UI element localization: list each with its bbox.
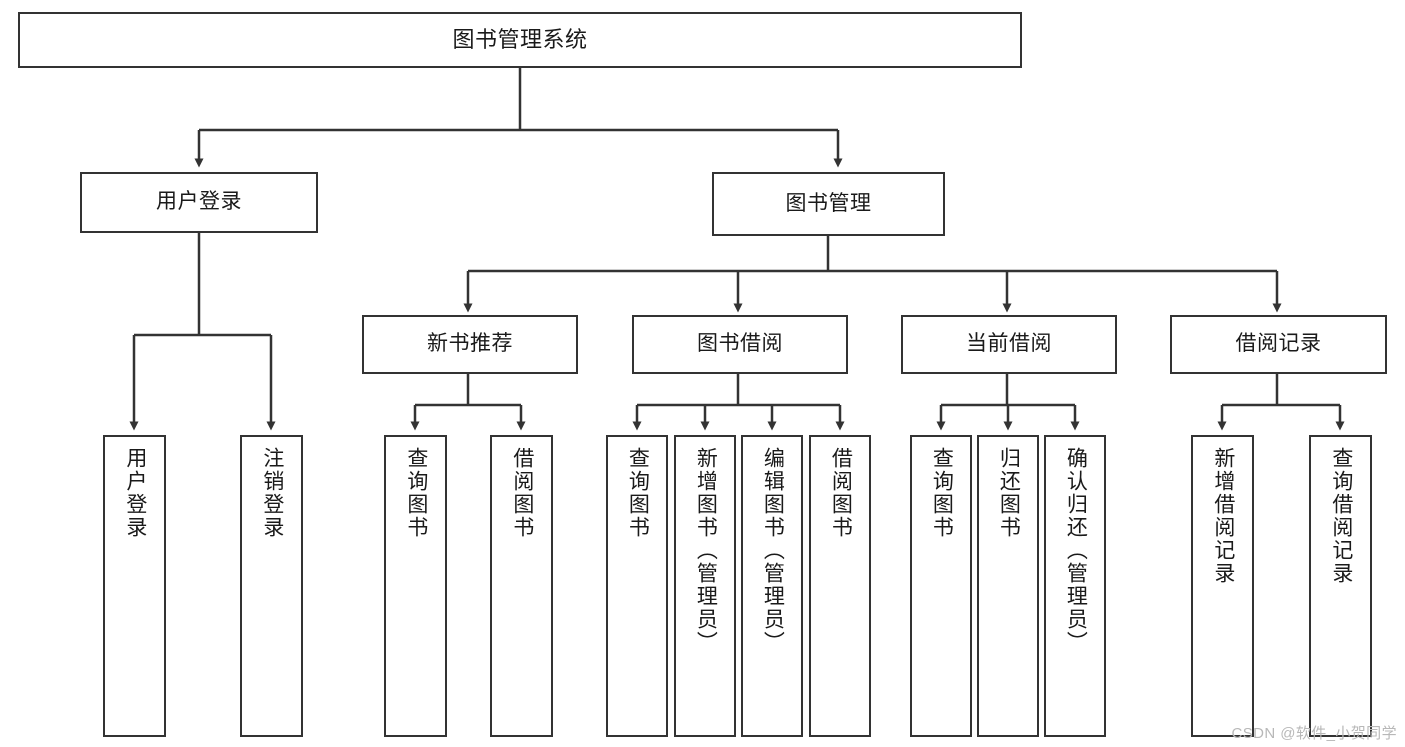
node-leaf-edit-book[interactable]: 编辑图书（管理员） — [741, 435, 803, 737]
node-label-new-book-recommendation: 新书推荐 — [427, 332, 513, 356]
node-borrow-record[interactable]: 借阅记录 — [1170, 315, 1387, 374]
node-label-leaf-borrow-book-1: 借阅图书 — [510, 447, 534, 539]
node-book-borrow[interactable]: 图书借阅 — [632, 315, 848, 374]
node-leaf-add-book[interactable]: 新增图书（管理员） — [674, 435, 736, 737]
node-current-borrow[interactable]: 当前借阅 — [901, 315, 1117, 374]
node-label-root-system: 图书管理系统 — [452, 27, 588, 53]
node-book-manage[interactable]: 图书管理 — [712, 172, 945, 236]
node-leaf-add-record[interactable]: 新增借阅记录 — [1191, 435, 1254, 737]
node-label-leaf-add-book: 新增图书（管理员） — [694, 447, 718, 654]
node-label-leaf-query-book-3: 查询图书 — [930, 447, 954, 539]
node-label-book-borrow: 图书借阅 — [697, 332, 783, 356]
node-label-leaf-edit-book: 编辑图书（管理员） — [761, 447, 785, 654]
node-label-leaf-query-book-1: 查询图书 — [404, 447, 428, 539]
node-label-leaf-user-login: 用户登录 — [123, 447, 147, 539]
node-label-leaf-query-record: 查询借阅记录 — [1329, 447, 1353, 585]
node-label-user-login: 用户登录 — [156, 190, 242, 214]
node-label-leaf-add-record: 新增借阅记录 — [1211, 447, 1235, 585]
node-leaf-logout[interactable]: 注销登录 — [240, 435, 303, 737]
node-label-leaf-confirm-return: 确认归还（管理员） — [1064, 447, 1088, 654]
node-leaf-borrow-book-1[interactable]: 借阅图书 — [490, 435, 553, 737]
node-new-book-recommendation[interactable]: 新书推荐 — [362, 315, 578, 374]
node-leaf-query-book-1[interactable]: 查询图书 — [384, 435, 447, 737]
node-label-leaf-logout: 注销登录 — [260, 447, 284, 539]
node-leaf-query-book-2[interactable]: 查询图书 — [606, 435, 668, 737]
node-label-leaf-borrow-book-2: 借阅图书 — [829, 447, 853, 539]
node-leaf-confirm-return[interactable]: 确认归还（管理员） — [1044, 435, 1106, 737]
node-root-system[interactable]: 图书管理系统 — [18, 12, 1022, 68]
node-label-leaf-query-book-2: 查询图书 — [626, 447, 650, 539]
node-label-borrow-record: 借阅记录 — [1235, 332, 1322, 356]
node-label-current-borrow: 当前借阅 — [966, 332, 1052, 356]
node-label-leaf-return-book: 归还图书 — [997, 447, 1021, 539]
node-leaf-return-book[interactable]: 归还图书 — [977, 435, 1039, 737]
node-leaf-query-book-3[interactable]: 查询图书 — [910, 435, 972, 737]
csdn-watermark: CSDN @软件_小贺同学 — [1231, 725, 1397, 742]
node-leaf-borrow-book-2[interactable]: 借阅图书 — [809, 435, 871, 737]
node-user-login[interactable]: 用户登录 — [80, 172, 318, 233]
node-label-book-manage: 图书管理 — [785, 191, 872, 215]
node-leaf-user-login[interactable]: 用户登录 — [103, 435, 166, 737]
node-leaf-query-record[interactable]: 查询借阅记录 — [1309, 435, 1372, 737]
